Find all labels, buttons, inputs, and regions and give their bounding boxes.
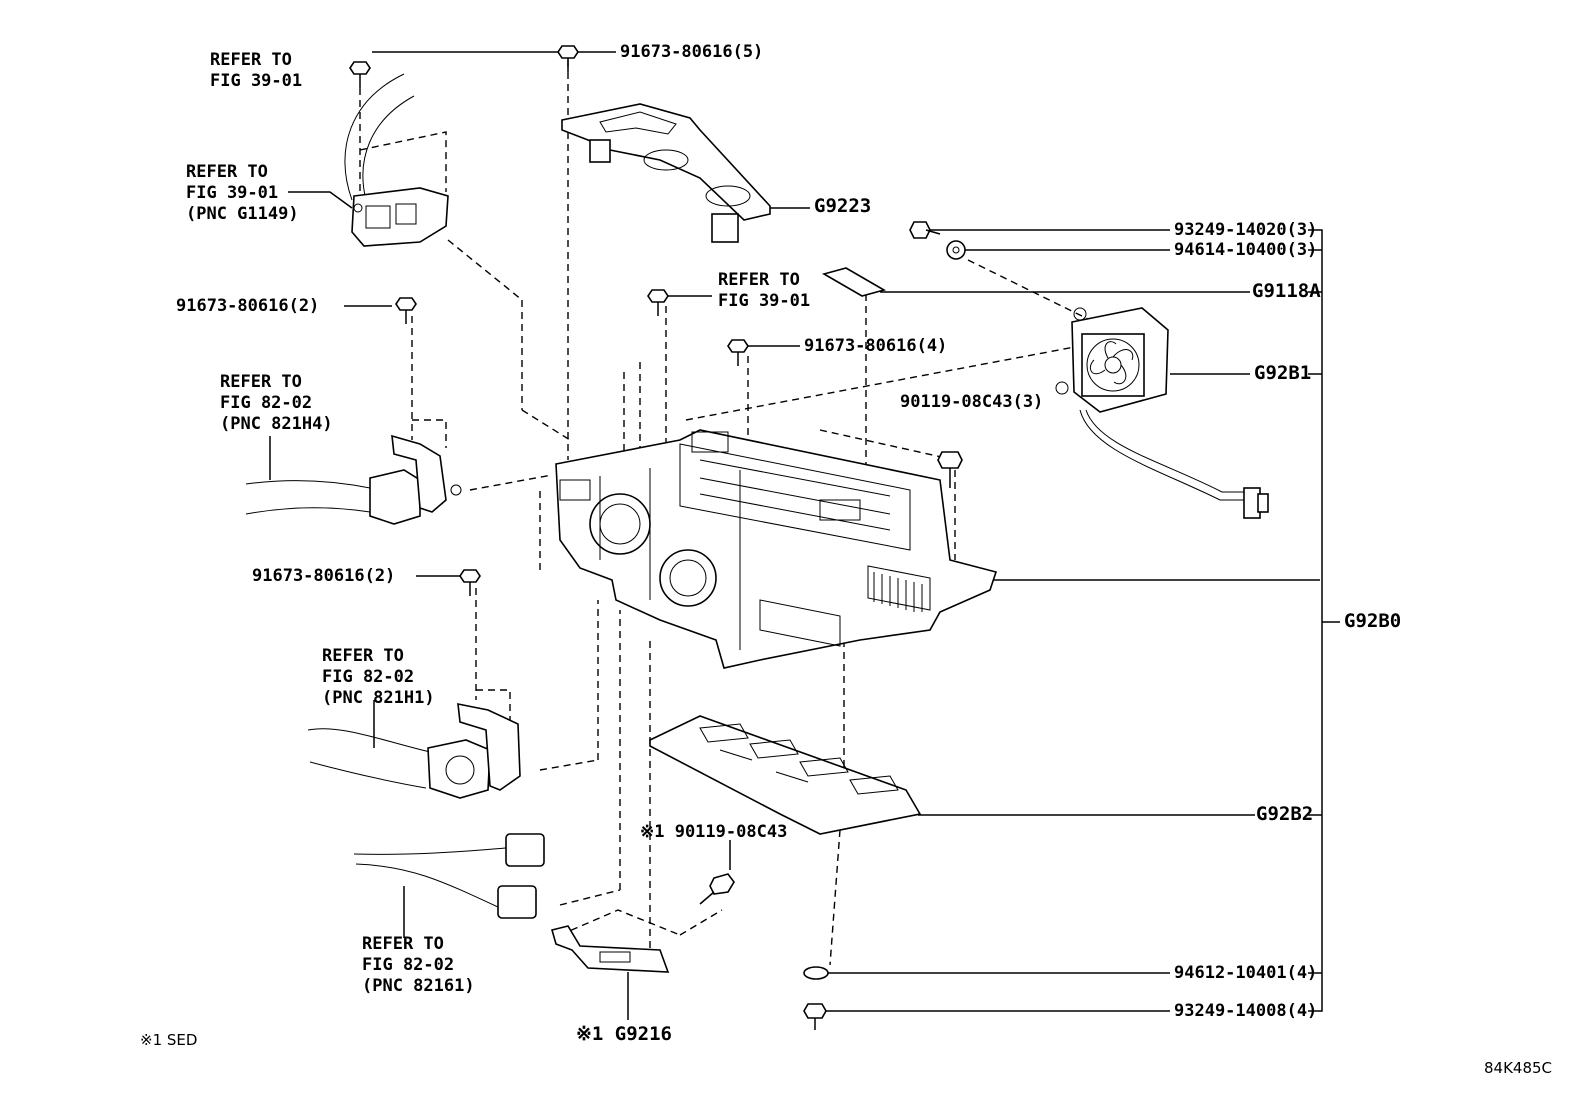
- refer-pnc-821h4: REFER TO FIG 82-02 (PNC 821H4): [220, 372, 333, 434]
- part-90119-08c43-3: 90119-08C43(3): [900, 392, 1044, 412]
- part-g92b1: G92B1: [1254, 362, 1312, 384]
- part-g92b2: G92B2: [1256, 803, 1314, 825]
- part-g9216: ※1 G9216: [576, 1023, 672, 1045]
- bolt-icon: [459, 569, 481, 596]
- bolt-icon: [803, 1003, 827, 1030]
- part-91673-80616-5: 91673-80616(5): [620, 42, 764, 62]
- part-g9223: G9223: [814, 195, 872, 217]
- washer-icon: [803, 966, 829, 980]
- refer-pnc-82161: REFER TO FIG 82-02 (PNC 82161): [362, 934, 475, 996]
- bolt-icon: [699, 873, 735, 905]
- bolt-icon: [937, 451, 963, 488]
- part-g92b0: G92B0: [1344, 610, 1402, 632]
- refer-pnc-g1149: REFER TO FIG 39-01 (PNC G1149): [186, 162, 299, 224]
- part-90119-08c43-sed: ※1 90119-08C43: [640, 822, 788, 842]
- leader-lines: [269, 51, 1340, 1020]
- hose-821h4: [245, 434, 462, 525]
- part-94612-10401-4: 94612-10401(4): [1174, 963, 1318, 983]
- ecu-g92b0: [555, 429, 998, 669]
- bolt-icon: [909, 221, 941, 239]
- part-91673-80616-4: 91673-80616(4): [804, 336, 948, 356]
- part-93249-14020-3: 93249-14020(3): [1174, 220, 1318, 240]
- wiring-82161: [353, 833, 545, 919]
- part-91673-80616-2b: 91673-80616(2): [252, 566, 396, 586]
- part-91673-80616-2a: 91673-80616(2): [176, 296, 320, 316]
- refer-fig-39-01-top-left: REFER TO FIG 39-01: [210, 50, 303, 91]
- part-94614-10400-3: 94614-10400(3): [1174, 240, 1318, 260]
- connector-g1149: [344, 73, 449, 247]
- hose-821h1: [307, 703, 521, 799]
- washer-icon: [946, 240, 966, 260]
- bolt-icon: [349, 61, 371, 88]
- label-sticker-g9118a: [821, 267, 887, 297]
- refer-pnc-821h1: REFER TO FIG 82-02 (PNC 821H1): [322, 646, 435, 708]
- bolt-icon: [557, 45, 579, 72]
- fan-g92b1: [1055, 307, 1269, 519]
- g9223-duct: [561, 103, 771, 243]
- bracket-g9216: [551, 925, 670, 973]
- figure-code: 84K485C: [1484, 1059, 1553, 1077]
- bolt-icon: [647, 289, 669, 316]
- plate-g92b2: [649, 715, 922, 835]
- refer-fig-39-01-center: REFER TO FIG 39-01: [718, 270, 811, 311]
- part-93249-14008-4: 93249-14008(4): [1174, 1001, 1318, 1021]
- bolt-icon: [727, 339, 749, 366]
- part-g9118a: G9118A: [1252, 280, 1321, 302]
- bolt-icon: [395, 297, 417, 324]
- note-sed: ※1 SED: [140, 1031, 198, 1049]
